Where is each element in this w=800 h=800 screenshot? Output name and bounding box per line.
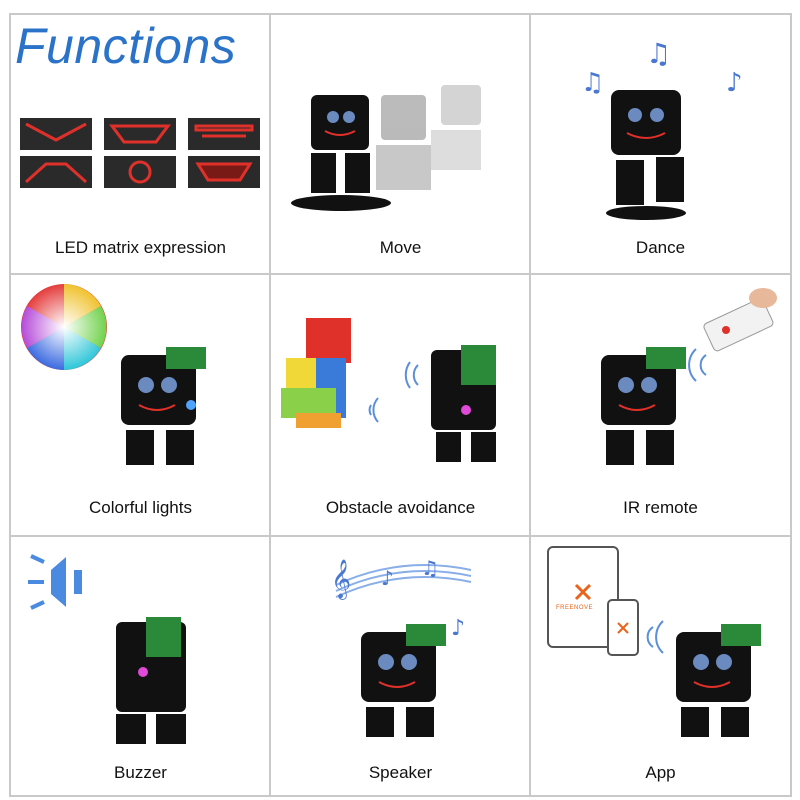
svg-text:♪: ♪ [381, 566, 394, 590]
robot-speaker-image [361, 624, 446, 737]
divider [269, 13, 271, 797]
caption: App [645, 763, 676, 782]
speaker-icon [28, 554, 82, 610]
cell-dance: ♫ ♫ ♪ Dance [531, 15, 790, 274]
divider [9, 273, 792, 275]
robot-obstacle-image [431, 345, 496, 462]
signal-wave-icon [688, 348, 707, 382]
caption: Speaker [368, 763, 433, 782]
cell-app: FREENOVE App [531, 537, 790, 796]
svg-text:♪: ♪ [451, 616, 465, 641]
led-panel [20, 118, 92, 150]
svg-text:♫: ♫ [421, 556, 439, 580]
led-panel [188, 118, 260, 150]
led-panel [20, 156, 92, 188]
svg-text:𝄞: 𝄞 [331, 559, 351, 600]
function-grid [9, 13, 792, 797]
caption: Move [379, 238, 422, 257]
cell-move: Move [271, 15, 530, 274]
music-note-icon: ♫ ♫ ♪ [581, 37, 743, 98]
led-panel [104, 118, 176, 150]
led-panel [188, 156, 260, 188]
color-wheel-icon [21, 284, 107, 370]
divider [529, 13, 531, 797]
robot-dancing-image [606, 90, 686, 220]
svg-text:♪: ♪ [726, 68, 743, 98]
caption: Buzzer [114, 763, 167, 782]
signal-wave-icon [368, 397, 379, 423]
caption: LED matrix expression [54, 238, 226, 257]
robot-buzzer-image [116, 617, 186, 744]
cell-obstacle-avoidance: Obstacle avoidance [271, 275, 530, 534]
signal-wave-icon [404, 361, 419, 389]
building-blocks-obstacle [281, 318, 351, 428]
robot-app-image [676, 624, 761, 737]
robot-lights-image [121, 347, 206, 465]
caption: Dance [635, 238, 686, 257]
led-matrix-expressions [20, 118, 260, 188]
robot-ir-image [601, 347, 686, 465]
cell-buzzer: Buzzer [11, 537, 270, 796]
svg-text:♫: ♫ [646, 37, 671, 70]
app-logo-text: FREENOVE [556, 605, 594, 611]
cell-led-matrix: Functions LED matrix expression [11, 15, 270, 274]
divider [9, 535, 792, 537]
caption: IR remote [623, 498, 698, 517]
remote-control-icon [703, 288, 777, 352]
music-note-icon: 𝄞 ♪ ♫ ♪ [331, 556, 472, 641]
cell-speaker: 𝄞 ♪ ♫ ♪ Speaker [271, 537, 530, 796]
caption: Obstacle avoidance [325, 498, 476, 517]
cell-colorful-lights: Colorful lights [11, 275, 270, 534]
signal-wave-icon [646, 620, 664, 654]
page-title: Functions [15, 18, 237, 74]
tablet-phone-icon [547, 546, 639, 656]
led-panel [104, 156, 176, 188]
cell-ir-remote: IR remote [531, 275, 790, 534]
caption: Colorful lights [89, 498, 192, 517]
robot-moving-image [291, 85, 481, 211]
svg-text:♫: ♫ [581, 68, 604, 98]
